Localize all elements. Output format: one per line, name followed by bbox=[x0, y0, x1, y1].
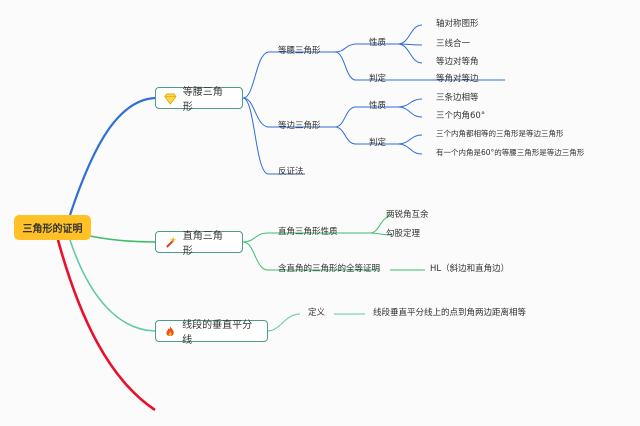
node-equal-angles-equal-sides[interactable]: 等角对等边 bbox=[436, 74, 479, 84]
branch-right-triangle[interactable]: 直角三角形 bbox=[155, 231, 243, 257]
node-axis-symmetric[interactable]: 轴对称图形 bbox=[436, 19, 479, 29]
node-equilateral-property[interactable]: 性质 bbox=[369, 101, 387, 111]
line-root-isosceles bbox=[68, 96, 156, 216]
node-bisector-definition[interactable]: 定义 bbox=[308, 308, 326, 318]
branch-isosceles[interactable]: 等腰三角形 bbox=[155, 87, 243, 113]
fire-icon bbox=[166, 325, 174, 336]
diamond-icon bbox=[164, 92, 177, 105]
node-judgement-all-angles-equal[interactable]: 三个内角都相等的三角形是等边三角形 bbox=[436, 129, 564, 138]
node-isosceles-judgement[interactable]: 判定 bbox=[369, 74, 387, 84]
line-root-bisector bbox=[69, 239, 156, 332]
node-three-lines-coincide[interactable]: 三线合一 bbox=[436, 39, 471, 49]
line-root-right bbox=[89, 235, 156, 243]
node-isosceles-triangle[interactable]: 等腰三角形 bbox=[278, 46, 321, 56]
node-three-sides-equal[interactable]: 三条边相等 bbox=[436, 93, 479, 103]
node-three-angles-60[interactable]: 三个内角60° bbox=[436, 111, 486, 121]
branch-perpendicular-bisector[interactable]: 线段的垂直平分线 bbox=[155, 320, 268, 346]
branch-right-label: 直角三角形 bbox=[182, 231, 223, 257]
node-pythagorean-theorem[interactable]: 勾股定理 bbox=[386, 229, 421, 239]
branch-bisector-label: 线段的垂直平分线 bbox=[182, 320, 253, 346]
node-right-triangle-property[interactable]: 直角三角形性质 bbox=[278, 227, 338, 237]
node-acute-angles-complementary[interactable]: 两锐角互余 bbox=[386, 210, 429, 220]
root-label: 三角形的证明 bbox=[22, 224, 83, 235]
node-hl-theorem[interactable]: HL（斜边和直角边） bbox=[430, 264, 510, 274]
line-root-red bbox=[56, 239, 156, 412]
node-proof-by-contradiction[interactable]: 反证法 bbox=[278, 167, 304, 177]
node-equilateral-judgement[interactable]: 判定 bbox=[369, 138, 387, 148]
root-node[interactable]: 三角形的证明 bbox=[14, 215, 91, 240]
node-isosceles-property[interactable]: 性质 bbox=[369, 38, 387, 48]
node-right-congruence-proof[interactable]: 含直角的三角形的全等证明 bbox=[278, 264, 381, 274]
sparkle-wand-icon bbox=[166, 236, 177, 248]
node-equal-sides-equal-angles[interactable]: 等边对等角 bbox=[436, 57, 479, 67]
node-equilateral-triangle[interactable]: 等边三角形 bbox=[278, 121, 321, 131]
node-judgement-one-angle-60[interactable]: 有一个内角是60°的等腰三角形是等边三角形 bbox=[436, 148, 585, 157]
node-bisector-equidistant[interactable]: 线段垂直平分线上的点到角两边距离相等 bbox=[373, 308, 527, 318]
branch-isosceles-label: 等腰三角形 bbox=[182, 87, 223, 113]
